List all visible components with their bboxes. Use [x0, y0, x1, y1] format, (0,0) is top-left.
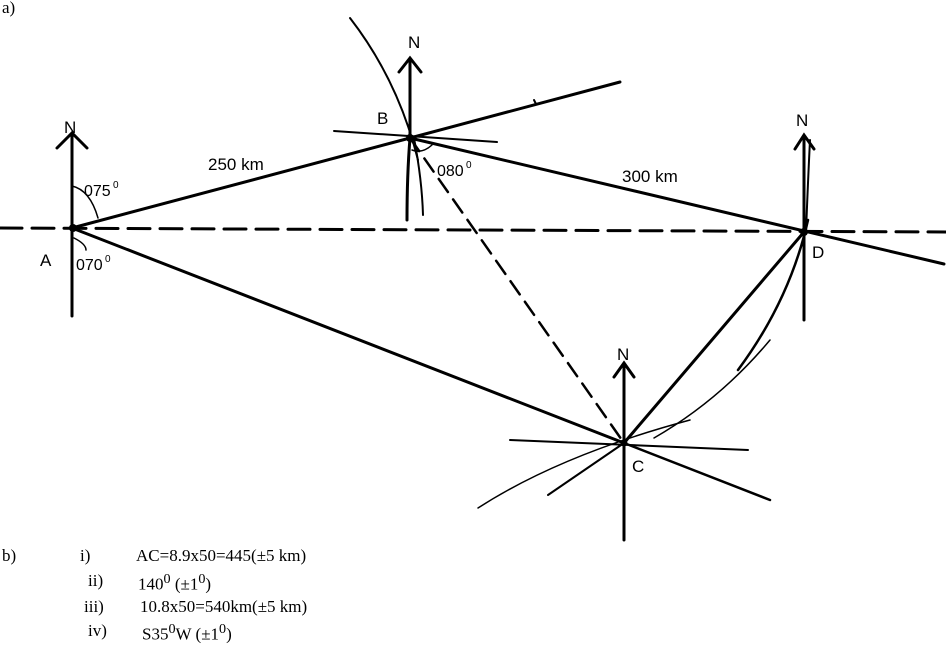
answer-text: 1400 (±10)	[138, 571, 212, 594]
line-cd	[622, 230, 806, 445]
angle-arc-080	[411, 144, 433, 152]
bearing-075-label: 075	[84, 183, 111, 200]
point-c-dot	[620, 439, 628, 447]
answer-text: AC=8.9x50=445(±5 km)	[136, 546, 307, 565]
answer-number: i)	[80, 546, 91, 565]
north-arrow-a	[55, 130, 89, 150]
north-line-b-lower-2	[413, 137, 424, 216]
construction-arc-d	[736, 218, 810, 372]
north-label-b: N	[408, 33, 420, 52]
bearing-080-label: 080	[437, 163, 464, 180]
tick-mark	[533, 99, 537, 105]
bearing-075-degree: 0	[113, 180, 119, 191]
north-label-c: N	[617, 345, 629, 364]
answer-number: iii)	[84, 597, 104, 616]
north-arrow-b	[397, 55, 423, 74]
point-a-dot	[69, 224, 77, 232]
angle-arc-075	[71, 185, 99, 219]
bearing-070-degree: 0	[105, 254, 111, 265]
answer-number: ii)	[88, 571, 104, 590]
construction-arc-c	[477, 419, 691, 509]
cross-line-c-diag	[547, 442, 625, 496]
north-label-d: N	[796, 111, 808, 130]
point-c-label: C	[632, 457, 644, 476]
north-arrow-c	[612, 360, 636, 379]
part-a-label: a)	[2, 0, 16, 17]
point-b-dot	[406, 134, 414, 142]
answer-number: iv)	[88, 621, 107, 640]
dashed-line-ad	[0, 226, 946, 234]
line-c-extension	[622, 441, 772, 502]
point-d-label: D	[812, 243, 824, 262]
answer-text: 10.8x50=540km(±5 km)	[140, 597, 308, 616]
point-a-label: A	[40, 251, 52, 270]
distance-ab-label: 250 km	[208, 155, 264, 174]
line-bd	[408, 136, 946, 266]
line-ab	[70, 136, 412, 230]
distance-bd-label: 300 km	[622, 167, 678, 186]
north-line-b-lower	[405, 136, 412, 222]
part-b-label: b)	[2, 546, 17, 565]
line-ac	[70, 226, 626, 445]
point-d-dot	[800, 228, 808, 236]
north-label-a: N	[64, 118, 76, 137]
answer-text: S350W (±10)	[142, 621, 232, 644]
dashed-line-bc	[408, 136, 626, 445]
north-line-d-2	[805, 139, 811, 233]
construction-arc-b	[349, 17, 419, 161]
angle-arc-070	[73, 237, 87, 251]
construction-arc-d-lower	[653, 339, 771, 439]
line-b-extension	[408, 80, 622, 140]
bearing-070-label: 070	[76, 257, 103, 274]
bearing-080-degree: 0	[466, 160, 472, 171]
point-b-label: B	[377, 109, 388, 128]
